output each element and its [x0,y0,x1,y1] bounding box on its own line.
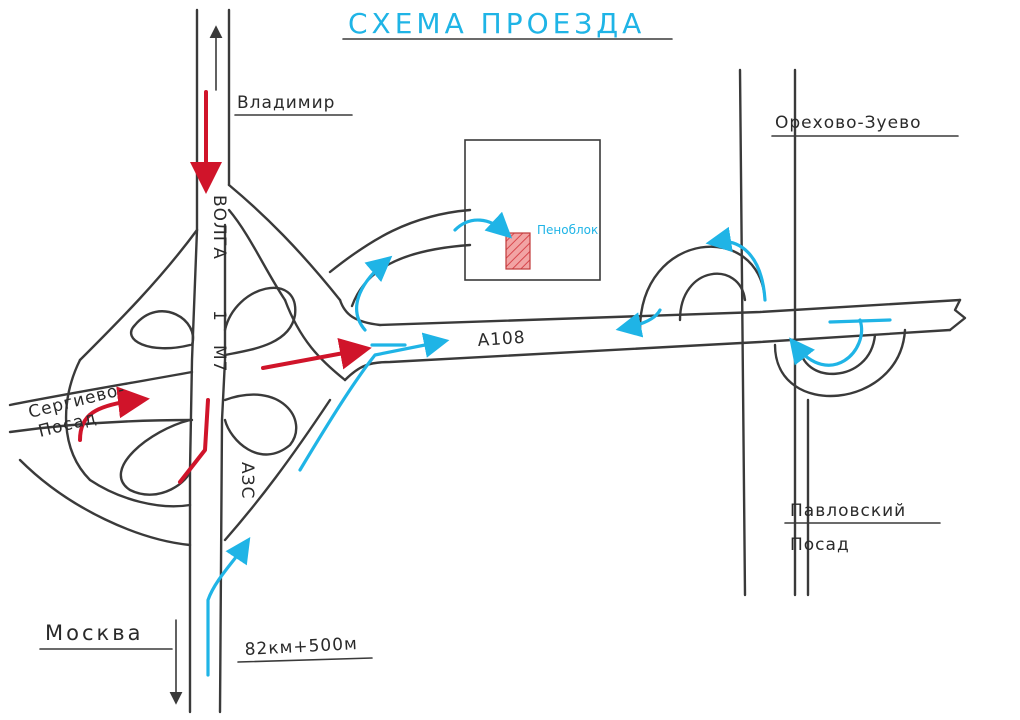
highway-m7 [188,8,231,714]
label-volga-vertical: ВОЛГА 1 М7 [209,195,229,372]
label-moscow: Москва [45,621,143,645]
destination-marker [505,232,531,270]
red-route [78,90,372,484]
map-title: СХЕМА ПРОЕЗДА [348,7,645,40]
label-pavlovsky-2: Посад [790,535,850,555]
label-orekhovo: Орехово-Зуево [775,113,922,133]
label-km: 82км+500м [244,634,358,660]
label-pavlovsky-1: Павловский [790,501,906,521]
label-azs: АЗС [237,462,257,499]
label-route-1: 1 [209,310,229,322]
label-volga: ВОЛГА [209,195,229,260]
label-m7: М7 [209,345,229,372]
label-a108: А108 [477,328,526,351]
road-orekhovo [738,68,810,597]
label-vladimir: Владимир [237,93,335,113]
km-underline [237,657,373,663]
destination-block [464,139,601,281]
right-interchange [638,245,907,398]
blue-route [206,211,892,677]
cloverleaf-interchange [8,183,347,547]
label-destination: Пеноблок [537,223,598,237]
